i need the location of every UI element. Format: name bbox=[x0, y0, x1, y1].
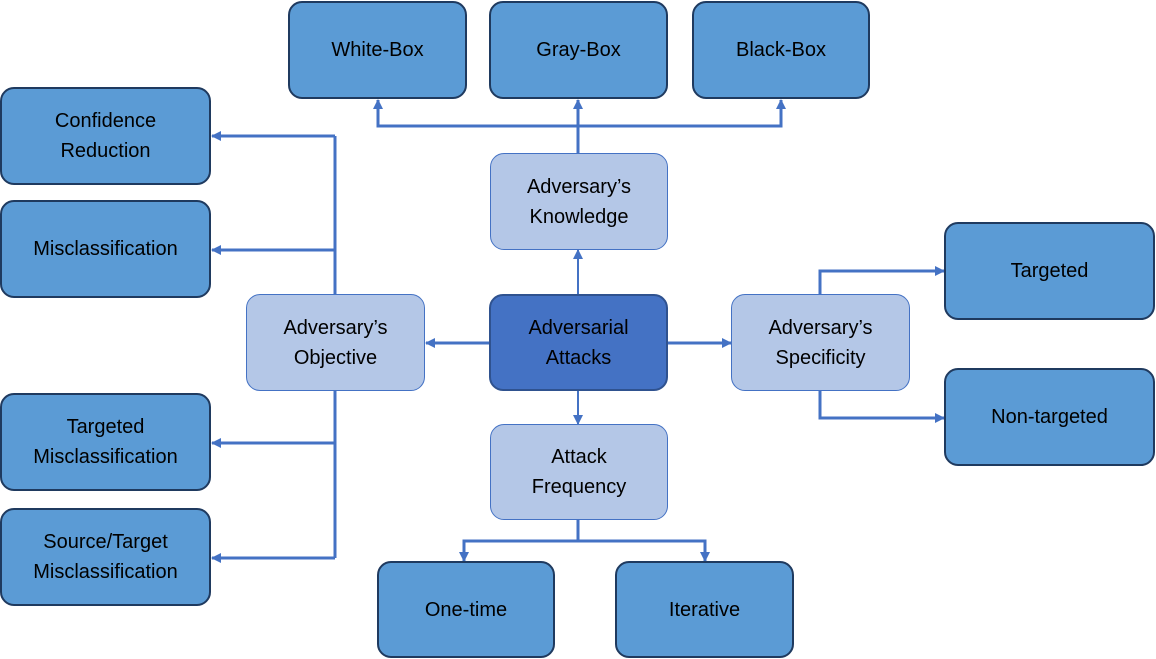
node-misclassification: Misclassification bbox=[0, 200, 211, 298]
node-white-box: White-Box bbox=[288, 1, 467, 99]
node-adversarys-objective: Adversary’s Objective bbox=[246, 294, 425, 391]
node-label: Adversary’s Objective bbox=[283, 316, 388, 369]
edge-knowledge-whitebox bbox=[373, 99, 578, 128]
node-label: Adversarial Attacks bbox=[528, 316, 629, 369]
node-label: Attack Frequency bbox=[531, 446, 627, 498]
node-label: One-time bbox=[424, 598, 508, 621]
node-black-box: Black-Box bbox=[692, 1, 870, 99]
node-targeted-misclassification: Targeted Misclassification bbox=[0, 393, 211, 491]
edge-frequency-onetime bbox=[459, 539, 578, 562]
node-label: Non-targeted bbox=[991, 406, 1108, 428]
node-label: Misclassification bbox=[33, 238, 178, 260]
node-adversarys-knowledge: Adversary’s Knowledge bbox=[490, 153, 668, 250]
node-one-time: One-time bbox=[377, 561, 555, 658]
node-attack-frequency: Attack Frequency bbox=[490, 424, 668, 520]
node-label: White-Box bbox=[331, 39, 424, 61]
node-non-targeted: Non-targeted bbox=[944, 368, 1155, 466]
node-label: Adversary’s Specificity bbox=[768, 316, 873, 369]
edge-frequency-iterative bbox=[578, 539, 710, 562]
edge-specificity-targeted bbox=[818, 266, 945, 294]
node-label: Source/Target Misclassification bbox=[33, 531, 178, 583]
node-source-target-misclassification: Source/Target Misclassification bbox=[0, 508, 211, 606]
node-iterative: Iterative bbox=[615, 561, 794, 658]
edge-specificity-nontargeted bbox=[818, 391, 945, 423]
node-adversarys-specificity: Adversary’s Specificity bbox=[731, 294, 910, 391]
node-label: Targeted Misclassification bbox=[33, 416, 178, 468]
node-targeted: Targeted bbox=[944, 222, 1155, 320]
node-label: Black-Box bbox=[735, 39, 827, 61]
node-label: Adversary’s Knowledge bbox=[526, 175, 632, 228]
node-gray-box: Gray-Box bbox=[489, 1, 668, 99]
node-label: Iterative bbox=[668, 598, 741, 621]
node-confidence-reduction: Confidence Reduction bbox=[0, 87, 211, 185]
node-label: Gray-Box bbox=[536, 39, 621, 61]
edge-knowledge-blackbox bbox=[578, 99, 786, 128]
node-label: Confidence Reduction bbox=[54, 110, 157, 162]
node-label: Targeted bbox=[1010, 260, 1089, 282]
node-adversarial-attacks: Adversarial Attacks bbox=[489, 294, 668, 391]
